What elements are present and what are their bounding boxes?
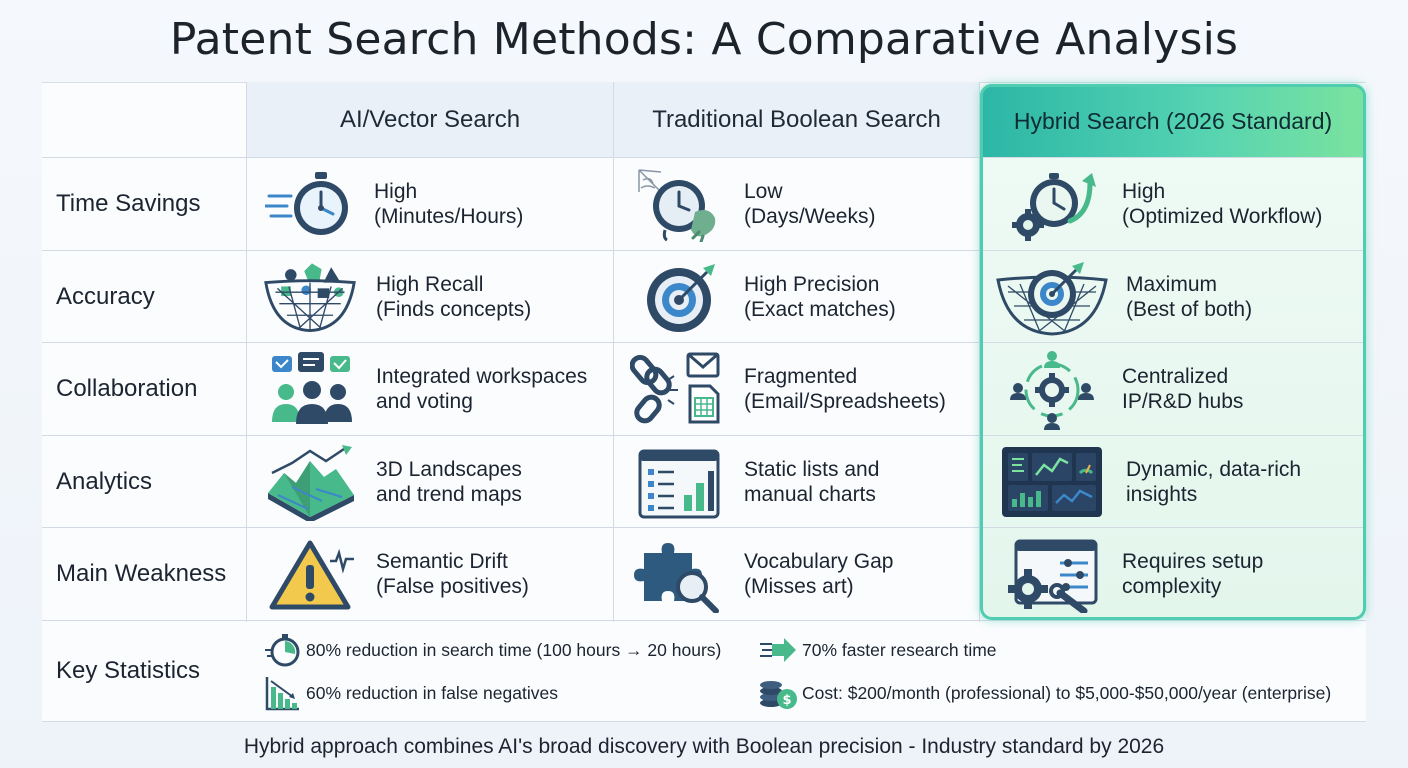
cell-line: complexity xyxy=(1122,575,1222,598)
table-cell: High (Minutes/Hours) xyxy=(262,158,523,250)
list-chart-icon xyxy=(630,443,726,521)
stat-item: $ Cost: $200/month (professional) to $5,… xyxy=(758,675,1331,711)
table-cell: High Recall (Finds concepts) xyxy=(262,251,531,343)
row-label-key-statistics: Key Statistics xyxy=(56,657,201,684)
cell-line: Dynamic, data-rich xyxy=(1126,458,1302,481)
table-cell: Requires setup complexity xyxy=(1004,528,1263,620)
grid-line xyxy=(42,435,1366,436)
table-cell: Static lists and manual charts xyxy=(630,436,879,528)
cell-line: and voting xyxy=(376,390,473,413)
cell-line: IP/R&D hubs xyxy=(1122,390,1244,413)
footer-summary: Hybrid approach combines AI's broad disc… xyxy=(243,735,1165,758)
broken-chain-icon xyxy=(630,350,726,428)
cell-line: (Misses art) xyxy=(744,575,854,598)
table-cell: 3D Landscapes and trend maps xyxy=(262,436,522,528)
gear-stopwatch-icon xyxy=(1004,165,1100,243)
grid-line xyxy=(979,82,980,622)
cell-line: and trend maps xyxy=(376,483,522,506)
stat-text: 60% reduction in false negatives xyxy=(306,682,558,703)
settings-wrench-icon xyxy=(1004,535,1100,613)
grid-line xyxy=(613,82,614,622)
cobweb-clock-icon xyxy=(630,165,726,243)
stat-item: 60% reduction in false negatives xyxy=(262,675,558,711)
column-header-boolean: Traditional Boolean Search xyxy=(614,82,979,158)
table-cell: High Precision (Exact matches) xyxy=(630,251,896,343)
cell-line: High xyxy=(374,180,418,203)
stat-text: 70% faster research time xyxy=(802,639,997,660)
puzzle-search-icon xyxy=(630,535,726,613)
row-label-analytics: Analytics xyxy=(56,468,153,495)
table-cell: Maximum (Best of both) xyxy=(996,251,1252,343)
cell-line: High Recall xyxy=(376,273,484,296)
table-cell: Vocabulary Gap (Misses art) xyxy=(630,528,893,620)
row-label-collaboration: Collaboration xyxy=(56,375,198,402)
stopwatch-speed-icon xyxy=(262,165,358,243)
cell-line: manual charts xyxy=(744,483,876,506)
grid-line xyxy=(42,250,1366,251)
cell-line: 3D Landscapes xyxy=(376,458,522,481)
net-target-icon xyxy=(996,258,1108,336)
cell-line: Requires setup xyxy=(1122,550,1264,573)
row-label-main-weakness: Main Weakness xyxy=(56,560,227,587)
cell-line: (False positives) xyxy=(376,575,529,598)
cell-line: (Email/Spreadsheets) xyxy=(744,390,946,413)
grid-line xyxy=(42,721,1366,722)
grid-line xyxy=(42,620,1366,621)
grid-line xyxy=(246,82,247,622)
cell-line: (Optimized Workflow) xyxy=(1122,205,1323,228)
column-header-hybrid: Hybrid Search (2026 Standard) xyxy=(980,84,1366,158)
grid-line xyxy=(42,342,1366,343)
warning-icon xyxy=(262,535,358,613)
cell-line: (Best of both) xyxy=(1126,298,1253,321)
stat-item: 70% faster research time xyxy=(758,632,997,668)
stat-item: 80% reduction in search time (100 hours … xyxy=(262,632,721,668)
page-title: Patent Search Methods: A Comparative Ana… xyxy=(169,14,1239,65)
net-shapes-icon xyxy=(262,258,358,336)
grid-line xyxy=(42,527,1366,528)
cell-line: Fragmented xyxy=(744,365,858,388)
declining-bars-icon xyxy=(262,675,302,711)
landscape-map-icon xyxy=(262,443,358,521)
stat-text: Cost: $200/month (professional) to $5,00… xyxy=(802,682,1332,703)
table-cell: Dynamic, data-rich insights xyxy=(1000,436,1301,528)
cell-line: (Exact matches) xyxy=(744,298,896,321)
row-label-time-savings: Time Savings xyxy=(56,190,201,217)
cell-line: Semantic Drift xyxy=(376,550,508,573)
table-cell: High (Optimized Workflow) xyxy=(1004,158,1322,250)
column-header-ai-vector: AI/Vector Search xyxy=(247,82,613,158)
stopwatch-icon xyxy=(262,632,302,668)
target-arrow-icon xyxy=(630,258,726,336)
cell-line: Centralized xyxy=(1122,365,1229,388)
cell-line: Vocabulary Gap xyxy=(744,550,894,573)
fast-arrow-icon xyxy=(758,632,798,668)
svg-text:$: $ xyxy=(782,693,791,708)
table-cell: Centralized IP/R&D hubs xyxy=(1004,343,1243,435)
grid-line xyxy=(42,157,1366,158)
cell-line: Static lists and xyxy=(744,458,880,481)
cell-line: High Precision xyxy=(744,273,880,296)
cell-line: (Minutes/Hours) xyxy=(374,205,524,228)
table-cell: Fragmented (Email/Spreadsheets) xyxy=(630,343,946,435)
table-cell: Integrated workspaces and voting xyxy=(262,343,587,435)
team-chat-icon xyxy=(262,350,358,428)
row-label-accuracy: Accuracy xyxy=(56,283,155,310)
cell-line: Low xyxy=(744,180,783,203)
table-cell: Low (Days/Weeks) xyxy=(630,158,875,250)
coins-icon: $ xyxy=(758,675,798,711)
cell-line: Integrated workspaces xyxy=(376,365,588,388)
cell-line: (Finds concepts) xyxy=(376,298,532,321)
cell-line: insights xyxy=(1126,483,1198,506)
dashboard-icon xyxy=(1000,443,1104,521)
stat-text: 80% reduction in search time (100 hours … xyxy=(306,639,722,660)
table-cell: Semantic Drift (False positives) xyxy=(262,528,529,620)
cell-line: High xyxy=(1122,180,1166,203)
hub-network-icon xyxy=(1004,350,1100,430)
cell-line: (Days/Weeks) xyxy=(744,205,876,228)
cell-line: Maximum xyxy=(1126,273,1218,296)
